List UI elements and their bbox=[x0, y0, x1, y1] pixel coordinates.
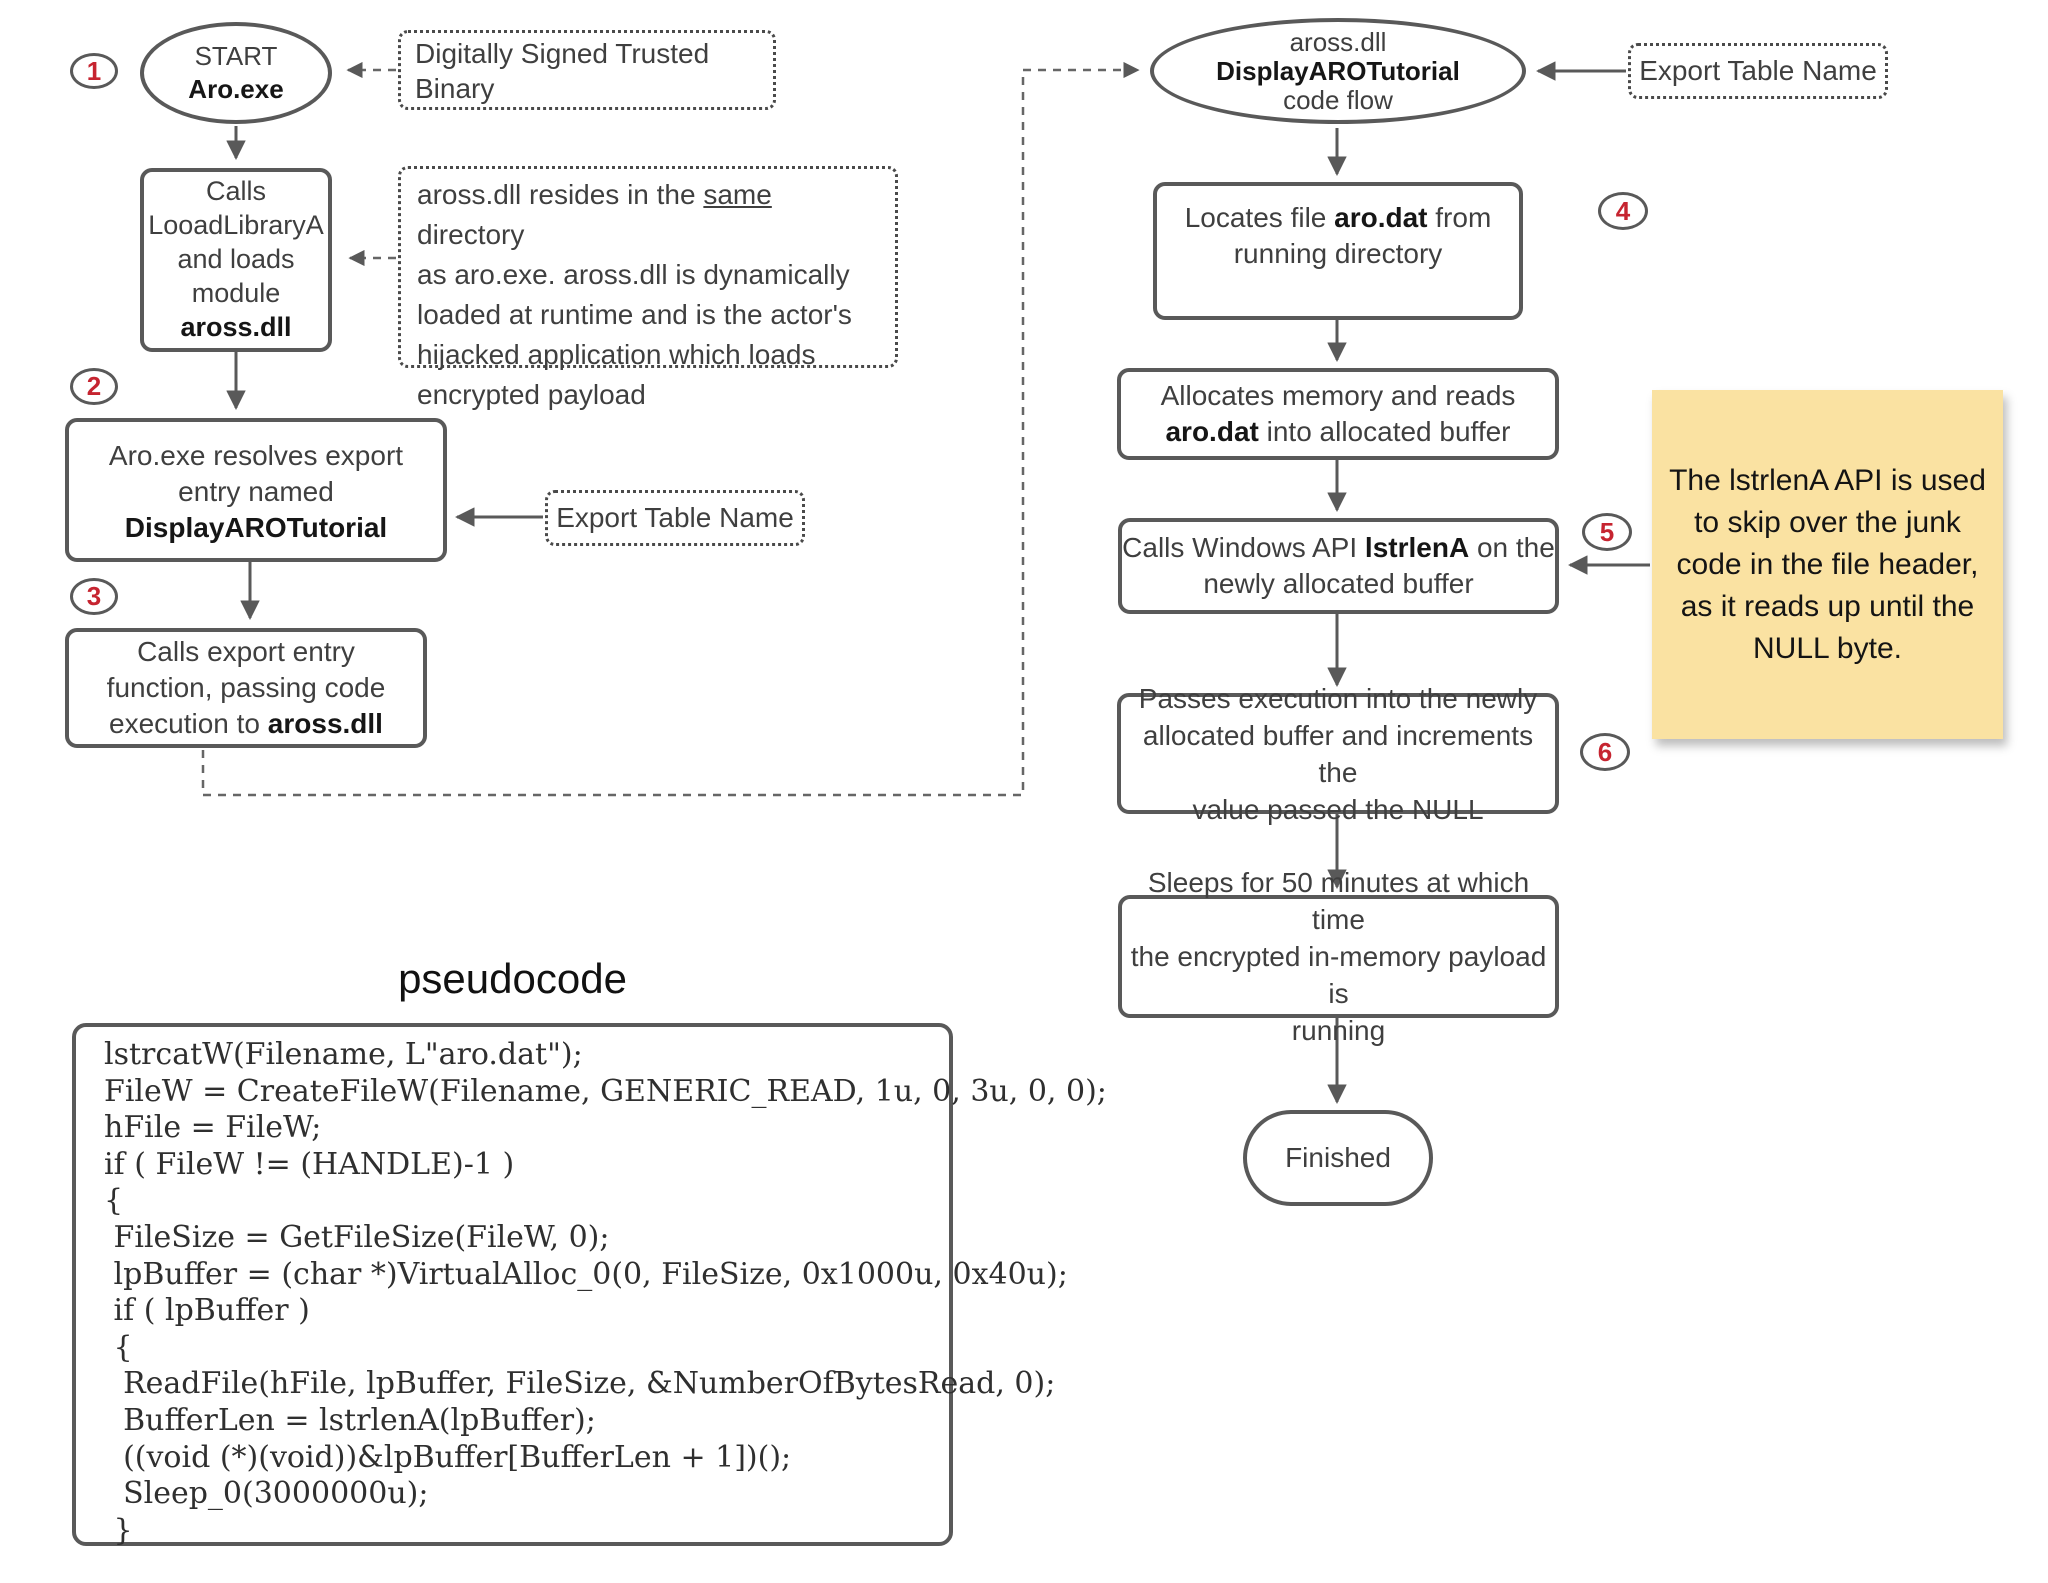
note-export-table-right: Export Table Name bbox=[1628, 43, 1888, 99]
pseudocode-box: lstrcatW(Filename, L"aro.dat");FileW = C… bbox=[72, 1023, 1107, 1548]
step-badge-1: 1 bbox=[70, 53, 118, 89]
step-badge-2: 2 bbox=[70, 368, 118, 405]
step-badge-3: 3 bbox=[70, 578, 118, 615]
pseudocode-title: pseudocode bbox=[398, 955, 627, 1002]
step-badge-5: 5 bbox=[1582, 513, 1632, 551]
step-badge-6: 6 bbox=[1580, 733, 1630, 771]
note-export-table-left: Export Table Name bbox=[545, 490, 805, 546]
finished-oval: Finished bbox=[1243, 1110, 1433, 1206]
step-badge-4: 4 bbox=[1598, 192, 1648, 230]
dashed-connector-callexport-to-oval bbox=[201, 61, 1140, 797]
